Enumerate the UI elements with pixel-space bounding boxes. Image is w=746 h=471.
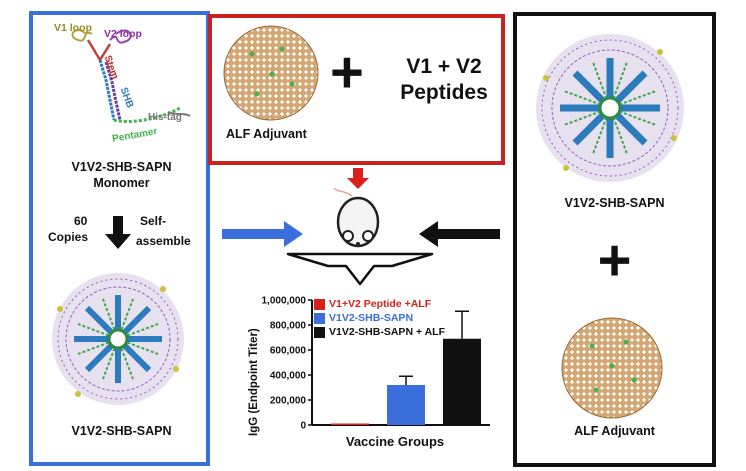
y-tick-label: 600,000: [270, 346, 307, 357]
bar: [443, 338, 481, 425]
igg-bar-chart: 0 200,000 400,000 600,000 800,000 1,000,000: [262, 296, 490, 432]
red-down-arrow-icon: [347, 168, 369, 189]
legend-swatch-blue: [314, 312, 325, 324]
legend-swatch-red: [314, 298, 325, 310]
assembled-nanoparticle-left: [52, 273, 184, 405]
alf-particle-right: [561, 317, 663, 419]
peptides-line1: V1 + V2: [406, 55, 482, 78]
y-tick-label: 400,000: [270, 371, 307, 382]
blue-right-arrow-icon: [222, 221, 303, 247]
outline-funnel-arrow-icon: [286, 252, 434, 286]
right-top-label: V1V2-SHB-SAPN: [564, 196, 665, 210]
bar: [331, 423, 369, 425]
y-tick-label: 200,000: [270, 396, 307, 407]
legend-label-sapn-alf: V1V2-SHB-SAPN + ALF: [329, 326, 446, 338]
his-tag-label: His-tag: [148, 112, 182, 123]
black-left-arrow-icon: [419, 221, 500, 247]
mouse-icon: [333, 188, 380, 248]
monomer-title-line2: Monomer: [93, 176, 150, 190]
assembled-label-left: V1V2-SHB-SAPN: [71, 424, 172, 438]
copies-label: Copies: [48, 230, 89, 244]
legend-item-sapn: V1V2-SHB-SAPN: [314, 312, 413, 324]
alf-adjuvant-label-top: ALF Adjuvant: [226, 127, 307, 141]
monomer-title-line1: V1V2-SHB-SAPN: [71, 160, 172, 174]
self-label: Self-: [140, 214, 167, 228]
y-tick-label: 800,000: [270, 321, 307, 332]
peptides-line2: Peptides: [400, 81, 488, 104]
legend-label-sapn: V1V2-SHB-SAPN: [329, 312, 414, 324]
y-tick-label: 0: [300, 421, 306, 432]
alf-particle-top: [223, 25, 319, 121]
y-tick-label: 1,000,000: [262, 296, 307, 307]
legend-item-peptide: V1+V2 Peptide +ALF: [314, 298, 431, 310]
assemble-label: assemble: [136, 234, 191, 248]
legend-swatch-black: [314, 326, 325, 338]
chart-x-axis-label: Vaccine Groups: [345, 434, 445, 449]
legend-label-peptide: V1+V2 Peptide +ALF: [329, 298, 432, 310]
v1-loop-label: V1 loop: [54, 22, 92, 34]
right-bottom-label: ALF Adjuvant: [574, 424, 655, 438]
legend-item-sapn-alf: V1V2-SHB-SAPN + ALF: [314, 326, 445, 338]
monomer-diagram: [71, 29, 191, 123]
top-plus-sign: +: [330, 40, 364, 105]
right-plus-sign: +: [597, 228, 632, 293]
assembled-nanoparticle-right: [536, 34, 684, 182]
bar: [387, 385, 425, 425]
copies-number: 60: [74, 214, 88, 228]
down-arrow-icon: [105, 216, 131, 249]
v2-loop-label: V2 loop: [104, 28, 142, 40]
